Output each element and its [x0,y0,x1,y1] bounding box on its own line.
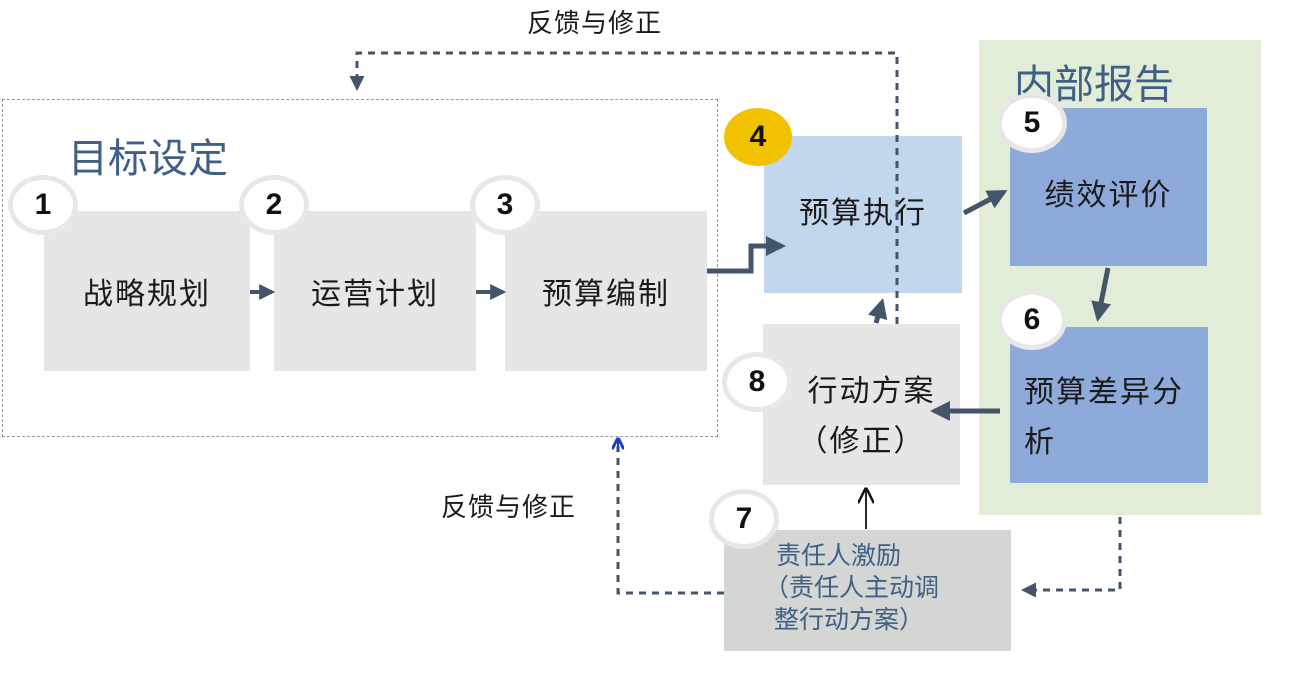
step-6-budget-variance-analysis: 预算差异分 析 [1010,327,1208,483]
feedback-label-left: 反馈与修正 [441,493,577,523]
step-7-responsibility-incentive: 责任人激励 （责任人主动调 整行动方案） [724,530,1011,651]
step-5-label: 绩效评价 [1044,178,1173,213]
badge-6: 6 [997,290,1067,350]
step-8-label-line1: 行动方案 [807,374,936,409]
feedback-label-top: 反馈与修正 [527,9,663,39]
step-4-label: 预算执行 [799,195,927,231]
step-1-strategic-planning: 战略规划 [44,211,250,371]
badge-5: 5 [997,93,1067,153]
step-4-budget-execution: 预算执行 [764,136,962,293]
step-8-action-plan: 行动方案 （修正） [763,324,960,485]
step-2-operating-plan: 运营计划 [274,211,476,371]
goal-setting-group [2,99,718,437]
arrow-3-to-4 [707,236,786,274]
feedback-report-to-7 [1021,517,1122,598]
step-1-label: 战略规划 [83,277,211,312]
step-3-budget-preparation: 预算编制 [505,211,707,371]
step-7-label-line1: 责任人激励 [776,541,902,570]
badge-1: 1 [8,175,78,235]
feedback-left-line [616,446,724,595]
goal-setting-title: 目标设定 [68,136,228,182]
step-8-label-line2: （修正） [797,424,926,459]
step-3-label: 预算编制 [542,277,670,312]
arrow-8-to-4 [867,298,888,324]
step-6-label-line1: 预算差异分 [1024,375,1184,410]
arrow-5-to-6 [1091,267,1111,322]
arrow-4-to-5 [962,189,1008,216]
step-6-label-line2: 析 [1024,425,1056,460]
feedback-top-line [349,51,899,324]
badge-3: 3 [470,175,540,235]
badge-4: 4 [724,108,792,166]
step-2-label: 运营计划 [311,277,439,312]
step-7-label-line3: 整行动方案） [774,605,925,634]
badge-8: 8 [722,352,792,412]
badge-7: 7 [709,489,779,549]
step-7-label-line2: （责任人主动调 [764,573,940,602]
badge-2: 2 [239,175,309,235]
